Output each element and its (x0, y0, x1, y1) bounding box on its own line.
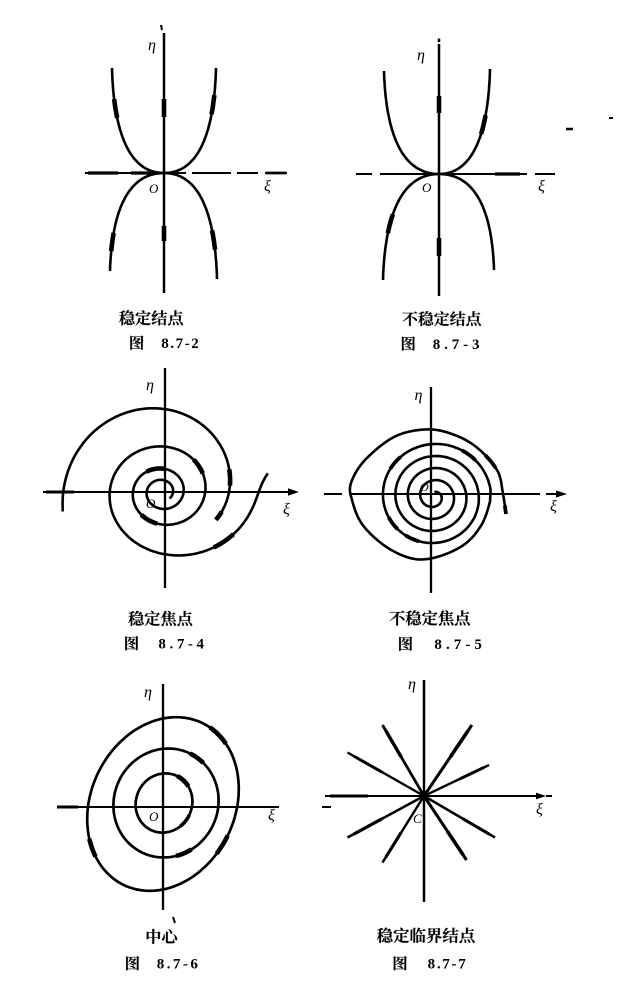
svg-text:η: η (146, 377, 154, 394)
svg-text:ξ: ξ (550, 498, 557, 515)
svg-text:ξ: ξ (283, 501, 290, 518)
svg-text:8.7-7: 8.7-7 (428, 957, 467, 973)
svg-text:C: C (413, 811, 422, 826)
svg-text:O: O (146, 496, 156, 511)
svg-text:8.7-6: 8.7-6 (157, 957, 199, 973)
svg-text:η: η (415, 387, 423, 404)
svg-text:8.7-2: 8.7-2 (161, 336, 199, 352)
svg-text:η: η (408, 676, 416, 693)
svg-text:O: O (149, 181, 159, 196)
svg-text:ξ: ξ (268, 807, 275, 824)
svg-text:8.7-5: 8.7-5 (434, 637, 482, 653)
svg-text:η: η (148, 37, 156, 54)
svg-text:8.7-4: 8.7-4 (158, 637, 204, 653)
svg-text:8.7-3: 8.7-3 (433, 337, 480, 353)
svg-text:O: O (420, 480, 429, 494)
svg-text:ξ: ξ (264, 178, 271, 195)
svg-text:η: η (144, 684, 152, 701)
svg-text:O: O (422, 180, 432, 195)
svg-text:η: η (417, 47, 425, 64)
svg-text:ξ: ξ (538, 178, 545, 195)
svg-text:ξ: ξ (536, 801, 543, 818)
svg-text:O: O (149, 809, 159, 824)
